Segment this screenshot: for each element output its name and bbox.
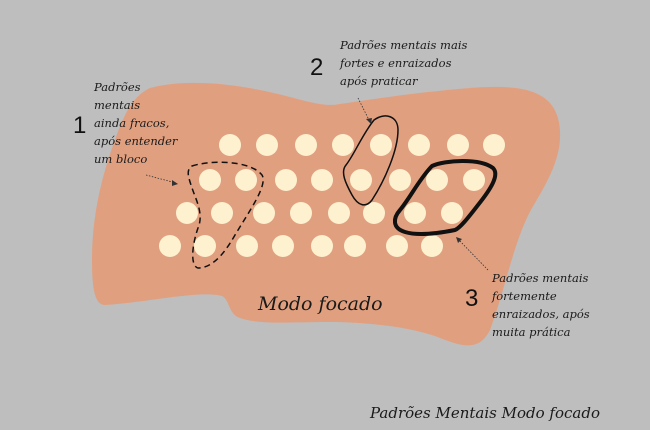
pattern-dot	[483, 134, 505, 156]
strongest-pattern-outline	[393, 159, 498, 236]
annotation-3-pointer	[456, 237, 489, 271]
pattern-dot	[236, 235, 258, 257]
pattern-dot	[328, 202, 350, 224]
svg-text:fortes e enraizados: fortes e enraizados	[339, 56, 452, 70]
focused-mode-blob	[92, 82, 561, 346]
svg-text:ainda fracos,: ainda fracos,	[94, 116, 169, 130]
pattern-dot	[421, 235, 443, 257]
pattern-dot	[253, 202, 275, 224]
pattern-dot	[159, 235, 181, 257]
pattern-dot	[332, 134, 354, 156]
pattern-dot	[272, 235, 294, 257]
arrowhead-1-icon	[172, 180, 178, 186]
pattern-dot	[370, 134, 392, 156]
svg-text:mentais: mentais	[94, 98, 140, 112]
annotation-2-text: Padrões mentais mais fortes e enraizados…	[339, 38, 467, 88]
pattern-dot	[386, 235, 408, 257]
pattern-dot	[194, 235, 216, 257]
stronger-pattern-outline	[342, 115, 399, 206]
blob-label: Modo focado	[257, 293, 383, 315]
annotation-1-text: Padrões mentais ainda fracos, após enten…	[93, 80, 179, 166]
pattern-dot	[404, 202, 426, 224]
pattern-dot	[311, 235, 333, 257]
annotation-2-pointer	[357, 97, 371, 123]
weak-pattern-outline	[187, 161, 264, 269]
pattern-dot	[408, 134, 430, 156]
diagram-title: Padrões Mentais Modo focado	[369, 404, 600, 422]
pattern-dot	[199, 169, 221, 191]
svg-text:Padrões mentais: Padrões mentais	[491, 271, 588, 285]
annotation-3-text: Padrões mentais fortemente enraizados, a…	[491, 271, 590, 339]
pattern-dot	[426, 169, 448, 191]
annotation-1-pointer	[145, 174, 177, 184]
pattern-dot	[211, 202, 233, 224]
pattern-dot	[344, 235, 366, 257]
pattern-dot	[295, 134, 317, 156]
pattern-dot	[363, 202, 385, 224]
mental-pattern-dots	[159, 134, 505, 257]
svg-text:Padrões mentais mais: Padrões mentais mais	[339, 38, 467, 52]
pattern-dot	[463, 169, 485, 191]
pattern-dot	[275, 169, 297, 191]
arrowhead-3-icon	[456, 237, 462, 243]
pattern-dot	[389, 169, 411, 191]
svg-text:após praticar: após praticar	[340, 74, 419, 88]
pattern-dot	[447, 134, 469, 156]
svg-text:enraizados, após: enraizados, após	[492, 307, 590, 321]
svg-text:um bloco: um bloco	[94, 152, 147, 166]
svg-text:Padrões: Padrões	[93, 80, 141, 94]
pattern-dot	[219, 134, 241, 156]
annotation-3-number: 3	[465, 285, 478, 312]
pattern-dot	[256, 134, 278, 156]
pattern-dot	[350, 169, 372, 191]
bottom-border	[0, 430, 650, 439]
pattern-dot	[441, 202, 463, 224]
svg-text:muita prática: muita prática	[492, 325, 571, 339]
annotation-1-number: 1	[73, 112, 86, 139]
pattern-dot	[290, 202, 312, 224]
arrowhead-2-icon	[366, 118, 372, 124]
pattern-dot	[311, 169, 333, 191]
svg-text:após entender: após entender	[94, 134, 179, 148]
pattern-dot	[235, 169, 257, 191]
pattern-dot	[176, 202, 198, 224]
svg-text:fortemente: fortemente	[491, 289, 557, 303]
annotation-2-number: 2	[310, 54, 323, 81]
